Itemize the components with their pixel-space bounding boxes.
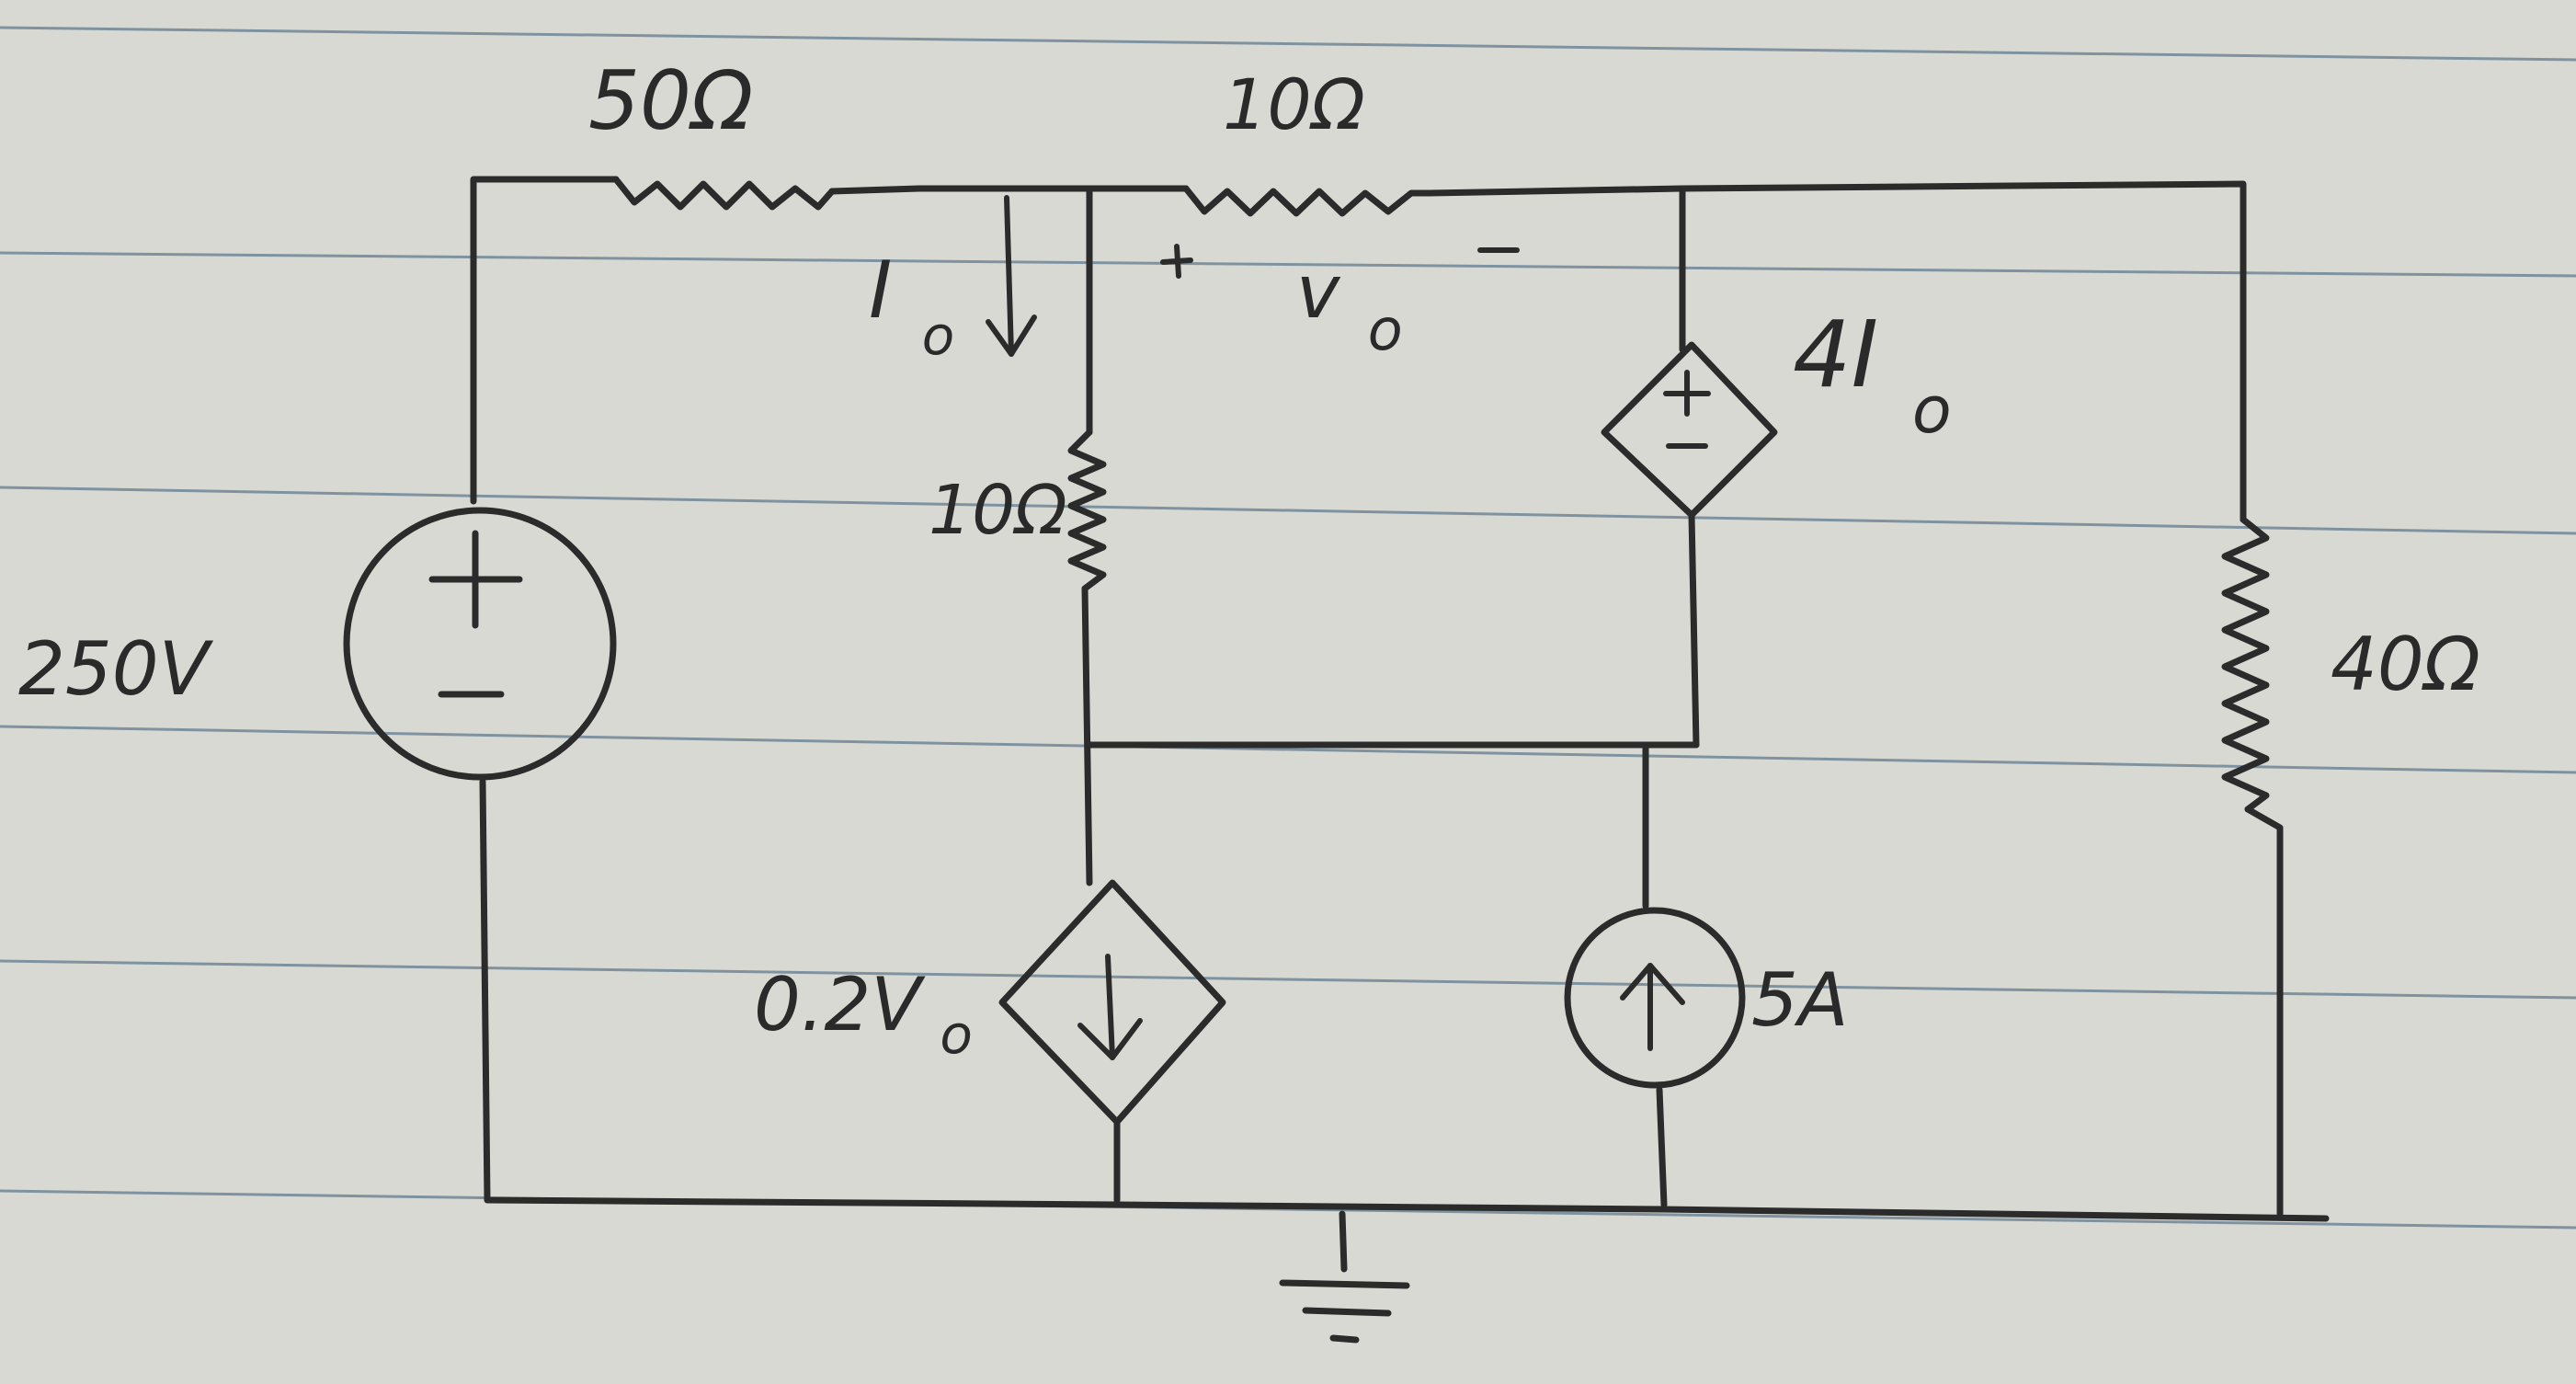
wire-top-right — [1426, 180, 2247, 523]
resistor-10-vertical-zigzag — [1067, 429, 1107, 592]
voltage-source-250v — [343, 507, 617, 781]
label-io: I o — [869, 245, 954, 367]
label-40-ohm: 40Ω — [2331, 622, 2480, 707]
wires — [470, 176, 2330, 1222]
wire-bottom — [479, 778, 2330, 1222]
label-vo-main: v — [1296, 249, 1341, 335]
label-4io: 4I o — [1793, 301, 1952, 448]
label-02vo: 0.2V o — [754, 962, 973, 1066]
resistor-10-top-zigzag — [1182, 185, 1433, 217]
label-io-main: I — [869, 245, 892, 337]
label-vo-sub: o — [1368, 296, 1403, 363]
label-50-ohm: 50Ω — [588, 53, 753, 148]
resistor-40-zigzag — [2221, 516, 2270, 813]
wire-right-bottom — [2244, 806, 2284, 1218]
label-10-ohm-vertical: 10Ω — [929, 471, 1067, 550]
vo-polarity-marks — [1160, 244, 1520, 279]
wire-left-top — [470, 176, 620, 505]
label-io-sub: o — [922, 304, 955, 367]
label-02vo-sub: o — [940, 1003, 973, 1066]
wire-mid-vertical — [1081, 585, 1093, 886]
io-current-arrow — [986, 195, 1037, 357]
dependent-voltage-source-diamond — [1601, 341, 1778, 519]
label-5a: 5A — [1751, 957, 1849, 1043]
label-4io-main: 4I — [1793, 301, 1878, 408]
dependent-current-source-diamond — [998, 879, 1226, 1126]
label-vo: v o — [1296, 249, 1403, 363]
wire-5a-bottom — [1656, 1086, 1668, 1208]
label-4io-sub: o — [1912, 372, 1952, 448]
wire-dep-v-bottom — [1688, 511, 1700, 749]
ground-symbol — [1279, 1210, 1410, 1344]
label-02vo-main: 0.2V — [754, 962, 926, 1047]
current-source-5a — [1564, 907, 1746, 1089]
label-250v: 250V — [18, 626, 214, 712]
wire-top-mid — [828, 185, 1093, 436]
label-10-ohm-top: 10Ω — [1223, 63, 1365, 145]
resistor-50-zigzag — [612, 176, 836, 211]
